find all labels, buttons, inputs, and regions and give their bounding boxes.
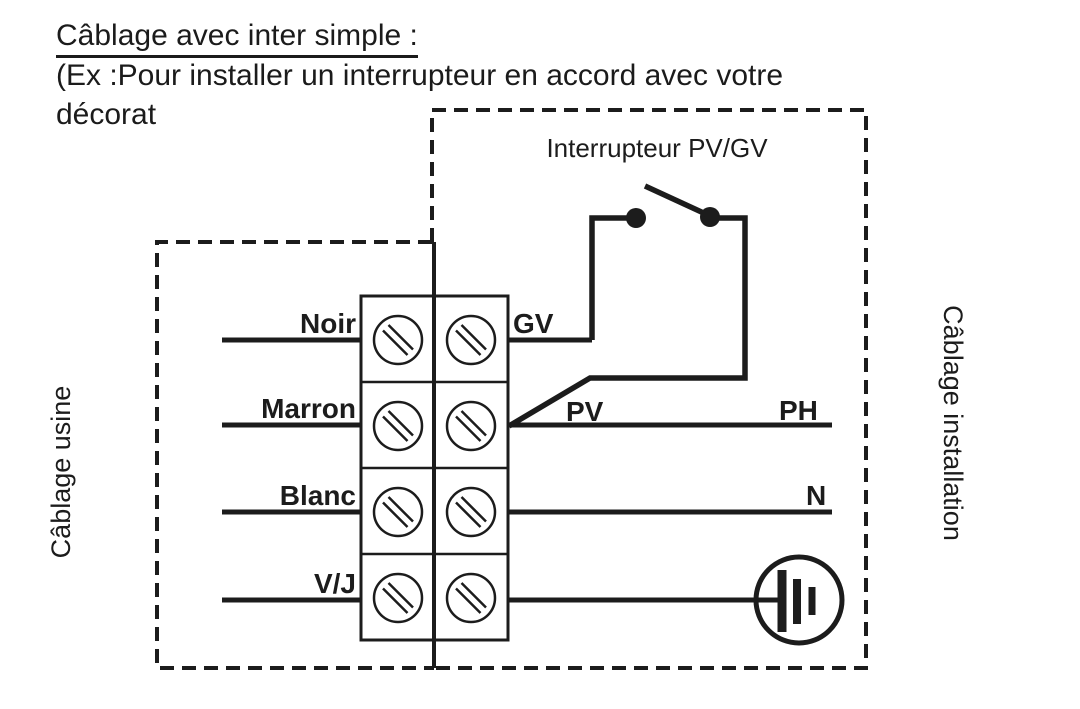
screw-terminal-icon — [445, 572, 497, 624]
factory-zone-label: Câblage usine — [46, 386, 76, 559]
screw-terminal-icon — [372, 486, 424, 538]
wire-label-marron: Marron — [261, 393, 356, 424]
screw-terminal-icon — [445, 400, 497, 452]
wire-label-ph: PH — [779, 395, 818, 426]
installation-zone-border — [430, 108, 868, 670]
truncated-word: décora — [56, 98, 148, 131]
wire-label-blanc: Blanc — [280, 480, 356, 511]
switch-contact-left — [626, 208, 646, 228]
screw-terminal-icon — [445, 486, 497, 538]
wire-label-noir: Noir — [300, 308, 356, 339]
screw-terminal-icon — [372, 400, 424, 452]
screw-terminal-icon — [445, 314, 497, 366]
wire-label-pv: PV — [566, 396, 604, 427]
description-line-2: décorat — [56, 98, 157, 133]
switch-label: Interrupteur PV/GV — [546, 133, 768, 163]
factory-zone-border — [155, 240, 434, 670]
wire-label-n: N — [806, 480, 826, 511]
description-line-1: (Ex :Pour installer un interrupteur en a… — [56, 59, 784, 92]
installation-zone-label: Câblage installation — [938, 305, 968, 541]
earth-ground-icon — [753, 554, 845, 646]
switch-return-path — [507, 215, 748, 429]
switch-feed-riser — [589, 215, 636, 340]
wire-label-gv: GV — [513, 308, 554, 339]
wire-label-vj: V/J — [314, 568, 356, 599]
screw-terminal-icon — [372, 572, 424, 624]
screw-terminal-icon — [372, 314, 424, 366]
truncated-character: t — [147, 98, 157, 131]
page-title: Câblage avec inter simple : — [56, 19, 418, 58]
page-title-text: Câblage avec inter simple : — [56, 19, 418, 58]
switch-blade — [643, 183, 710, 218]
